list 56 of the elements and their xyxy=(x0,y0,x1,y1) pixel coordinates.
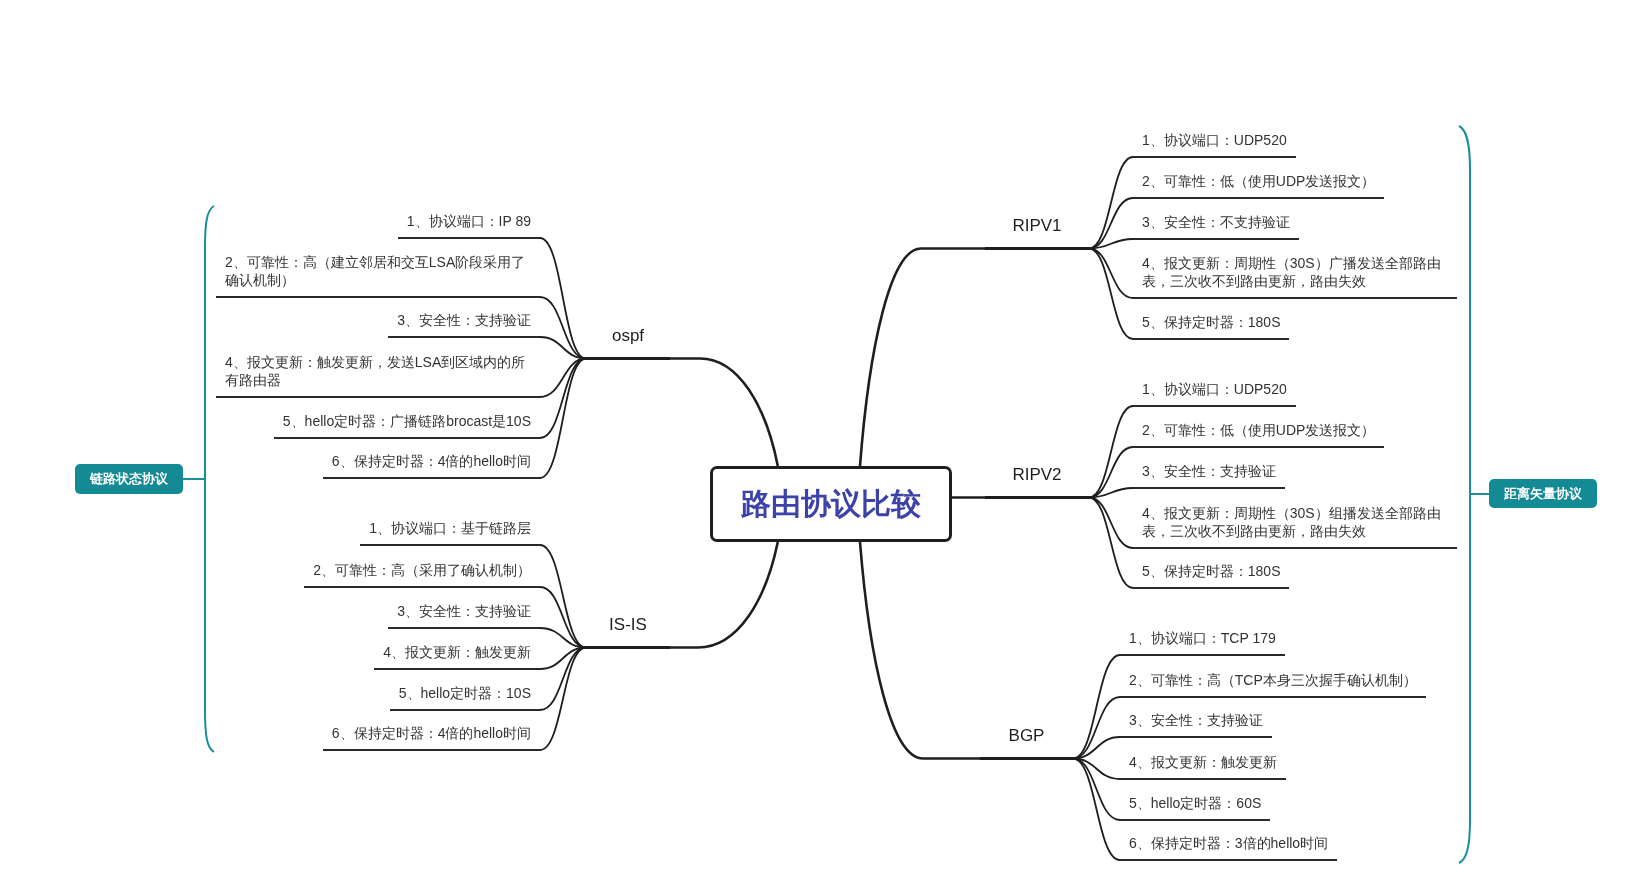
detail-item: 1、协议端口：TCP 179 xyxy=(1120,629,1285,656)
connector-line xyxy=(539,646,587,751)
category-tag: 链路状态协议 xyxy=(75,464,183,494)
detail-item: 1、协议端口：UDP520 xyxy=(1133,131,1296,158)
detail-item: 4、报文更新：周期性（30S）广播发送全部路由表，三次收不到路由更新，路由失效 xyxy=(1133,254,1457,299)
branch-topic: ospf xyxy=(586,324,670,360)
detail-item: 5、hello定时器：广播链路brocast是10S xyxy=(273,412,540,439)
branch-topic: BGP xyxy=(980,724,1073,760)
detail-item: 6、保持定时器：4倍的hello时间 xyxy=(322,452,540,479)
detail-item: 1、协议端口：UDP520 xyxy=(1133,380,1296,407)
connector-line xyxy=(670,541,780,649)
connector-line xyxy=(858,541,980,760)
connector-line xyxy=(858,247,985,467)
connector-line xyxy=(539,296,587,360)
detail-item: 3、安全性：支持验证 xyxy=(388,602,540,629)
connector-line xyxy=(1072,757,1121,861)
detail-item: 4、报文更新：周期性（30S）组播发送全部路由表，三次收不到路由更新，路由失效 xyxy=(1133,504,1457,549)
detail-item: 1、协议端口：基于链路层 xyxy=(360,519,540,546)
detail-item: 2、可靠性：低（使用UDP发送报文） xyxy=(1133,421,1385,448)
detail-item: 3、安全性：不支持验证 xyxy=(1133,213,1299,240)
branch-topic: RIPV1 xyxy=(985,214,1089,250)
connector-line xyxy=(539,357,587,479)
connector-line xyxy=(1088,156,1134,250)
connector-line xyxy=(670,357,780,467)
detail-item: 4、报文更新：触发更新 xyxy=(374,643,540,670)
detail-item: 3、安全性：支持验证 xyxy=(1133,462,1285,489)
branch-topic: IS-IS xyxy=(586,613,670,649)
connector-line xyxy=(1088,247,1134,340)
central-topic-box: 路由协议比较 xyxy=(710,466,952,542)
detail-item: 6、保持定时器：4倍的hello时间 xyxy=(322,724,540,751)
category-tag: 距离矢量协议 xyxy=(1489,479,1597,508)
detail-item: 2、可靠性：高（建立邻居和交互LSA阶段采用了确认机制） xyxy=(216,253,540,298)
detail-item: 5、hello定时器：10S xyxy=(389,684,540,711)
detail-item: 5、hello定时器：60S xyxy=(1120,794,1271,821)
connector-line xyxy=(1072,696,1121,760)
detail-item: 2、可靠性：高（TCP本身三次握手确认机制） xyxy=(1120,671,1426,698)
branch-topic: RIPV2 xyxy=(985,463,1089,499)
detail-item: 6、保持定时器：3倍的hello时间 xyxy=(1120,834,1338,861)
detail-item: 1、协议端口：IP 89 xyxy=(397,212,540,239)
connector-line xyxy=(1088,405,1134,499)
connector-line xyxy=(1088,496,1134,589)
detail-item: 4、报文更新：触发更新 xyxy=(1120,753,1286,780)
connector-line xyxy=(1088,197,1134,250)
detail-item: 3、安全性：支持验证 xyxy=(388,311,540,338)
connector-line xyxy=(539,586,587,649)
detail-item: 5、保持定时器：180S xyxy=(1133,562,1290,589)
connector-line xyxy=(1088,238,1134,250)
detail-item: 3、安全性：支持验证 xyxy=(1120,711,1272,738)
detail-item: 5、保持定时器：180S xyxy=(1133,313,1290,340)
connector-line xyxy=(539,336,587,360)
detail-item: 4、报文更新：触发更新，发送LSA到区域内的所有路由器 xyxy=(216,353,540,398)
connector-line xyxy=(1088,487,1134,499)
connector-line xyxy=(1088,446,1134,499)
detail-item: 2、可靠性：低（使用UDP发送报文） xyxy=(1133,172,1385,199)
detail-item: 2、可靠性：高（采用了确认机制） xyxy=(304,561,540,588)
connector-line xyxy=(952,496,985,499)
